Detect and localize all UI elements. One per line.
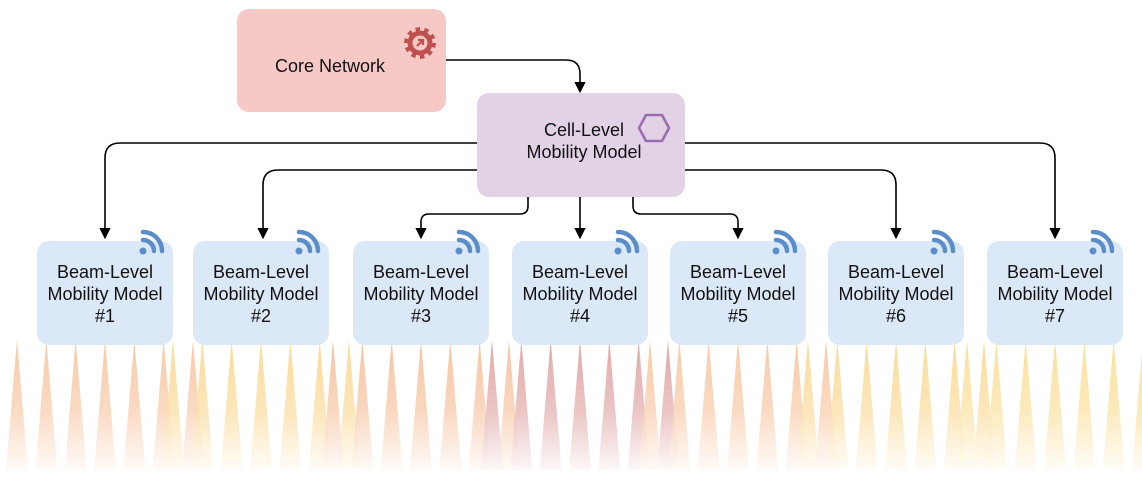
signal-dot bbox=[139, 247, 147, 255]
beam-level-model-5: Beam-Level Mobility Model #5 bbox=[670, 229, 806, 345]
core-network-node: Core Network bbox=[237, 9, 446, 112]
cell-model-label: Cell-Level Mobility Model bbox=[526, 120, 642, 162]
signal-arc-2 bbox=[615, 229, 640, 254]
signal-dot bbox=[295, 247, 303, 255]
arrow-cell-to-beam-5 bbox=[632, 197, 744, 240]
beam-model-label: Beam-Level Mobility Model #2 bbox=[203, 262, 319, 326]
signal-dot bbox=[614, 247, 622, 255]
beam-model-label: Beam-Level Mobility Model #7 bbox=[997, 262, 1113, 326]
signal-arc-2 bbox=[296, 229, 321, 254]
signal-arc-1 bbox=[296, 237, 313, 254]
core-network-label: Core Network bbox=[275, 56, 386, 76]
beam-level-model-3: Beam-Level Mobility Model #3 bbox=[353, 229, 489, 345]
arrow-cell-to-beam-6 bbox=[685, 169, 902, 240]
beam-level-model-6: Beam-Level Mobility Model #6 bbox=[828, 229, 964, 345]
signal-dot bbox=[455, 247, 463, 255]
beam-level-model-4: Beam-Level Mobility Model #4 bbox=[512, 229, 648, 345]
wifi-signal-icon bbox=[930, 229, 956, 255]
signal-arc-1 bbox=[615, 237, 632, 254]
arrow-cell-to-beam-7 bbox=[685, 142, 1061, 240]
wifi-signal-icon bbox=[139, 229, 165, 255]
gear-mark bbox=[416, 38, 425, 47]
signal-arc-1 bbox=[140, 237, 157, 254]
arrow-cell-to-beam-3 bbox=[415, 197, 529, 240]
signal-arc-1 bbox=[456, 237, 473, 254]
arrow-cell-to-beam-2 bbox=[257, 169, 477, 240]
signal-arc-1 bbox=[773, 237, 790, 254]
signal-dot bbox=[772, 247, 780, 255]
signal-arc-1 bbox=[1090, 237, 1107, 254]
signal-arc-1 bbox=[931, 237, 948, 254]
beam-model-label: Beam-Level Mobility Model #6 bbox=[838, 262, 954, 326]
beam-fade-overlay bbox=[0, 330, 1142, 477]
beam-model-label: Beam-Level Mobility Model #4 bbox=[522, 262, 638, 326]
cell-level-mobility-model-node: Cell-Level Mobility Model bbox=[477, 93, 685, 197]
signal-arc-2 bbox=[1090, 229, 1115, 254]
beam-model-label: Beam-Level Mobility Model #1 bbox=[47, 262, 163, 326]
signal-arc-2 bbox=[456, 229, 481, 254]
connections bbox=[99, 59, 1061, 240]
arrow-core-to-cell bbox=[446, 59, 586, 94]
beam-level-model-2: Beam-Level Mobility Model #2 bbox=[193, 229, 329, 345]
gear-warning-icon bbox=[404, 27, 436, 59]
beam-level-model-1: Beam-Level Mobility Model #1 bbox=[37, 229, 173, 345]
signal-dot bbox=[930, 247, 938, 255]
beam-model-label: Beam-Level Mobility Model #3 bbox=[363, 262, 479, 326]
signal-arc-2 bbox=[773, 229, 798, 254]
beam-level-model-7: Beam-Level Mobility Model #7 bbox=[987, 229, 1123, 345]
wifi-signal-icon bbox=[1089, 229, 1115, 255]
signal-arc-2 bbox=[931, 229, 956, 254]
wifi-signal-icon bbox=[614, 229, 640, 255]
arrow-cell-to-beam-1 bbox=[99, 142, 477, 240]
beam-model-label: Beam-Level Mobility Model #5 bbox=[680, 262, 796, 326]
signal-dot bbox=[1089, 247, 1097, 255]
hexagon-icon bbox=[637, 113, 671, 143]
wifi-signal-icon bbox=[455, 229, 481, 255]
wifi-signal-icon bbox=[772, 229, 798, 255]
wifi-signal-icon bbox=[295, 229, 321, 255]
signal-arc-2 bbox=[140, 229, 165, 254]
